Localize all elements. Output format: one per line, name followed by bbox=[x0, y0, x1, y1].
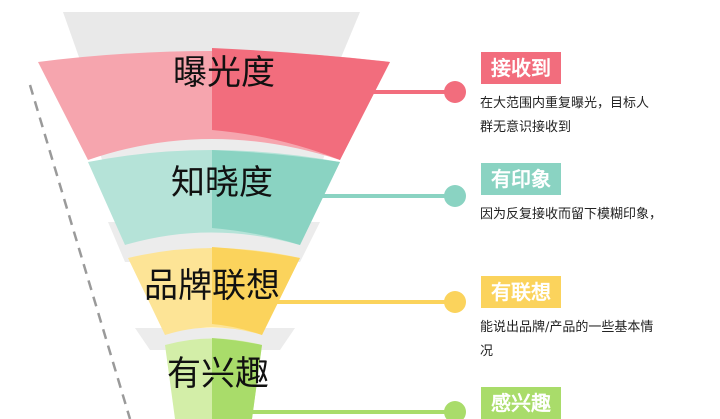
stage-label-1: 曝光度 bbox=[173, 53, 275, 93]
callout-tag-interested: 感兴趣 bbox=[481, 387, 561, 419]
callout-tag-receive: 接收到 bbox=[481, 52, 561, 84]
desc-line: 况 bbox=[480, 344, 494, 359]
connector-dot-3 bbox=[444, 291, 466, 313]
desc-line: 群无意识接收到 bbox=[480, 120, 572, 135]
stage-label-4: 有兴趣 bbox=[167, 354, 269, 394]
connector-dot-2 bbox=[444, 185, 466, 207]
stage-band-interest-right bbox=[212, 338, 262, 419]
callout-desc-associate: 能说出品牌/产品的一些基本情 况 bbox=[480, 316, 710, 364]
stage-label-2: 知晓度 bbox=[171, 163, 273, 203]
desc-line: 在大范围内重复曝光，目标人 bbox=[480, 96, 650, 111]
funnel-back-rim bbox=[63, 12, 360, 60]
connector-dot-4 bbox=[444, 401, 466, 419]
stage-label-3: 品牌联想 bbox=[144, 266, 280, 306]
dashed-guide bbox=[28, 84, 132, 419]
callout-desc-receive: 在大范围内重复曝光，目标人 群无意识接收到 bbox=[480, 92, 710, 140]
stage-band-exposure-right bbox=[212, 48, 390, 160]
callout-desc-impression: 因为反复接收而留下模糊印象， bbox=[480, 203, 710, 227]
desc-line: 因为反复接收而留下模糊印象， bbox=[480, 207, 663, 222]
desc-line: 能说出品牌/产品的一些基本情 bbox=[480, 320, 654, 335]
stage-band-association-right bbox=[212, 247, 300, 335]
stage-band-awareness-right bbox=[212, 150, 340, 245]
connector-dot-1 bbox=[444, 81, 466, 103]
callout-tag-associate: 有联想 bbox=[481, 276, 561, 308]
callout-tag-impression: 有印象 bbox=[481, 163, 561, 195]
